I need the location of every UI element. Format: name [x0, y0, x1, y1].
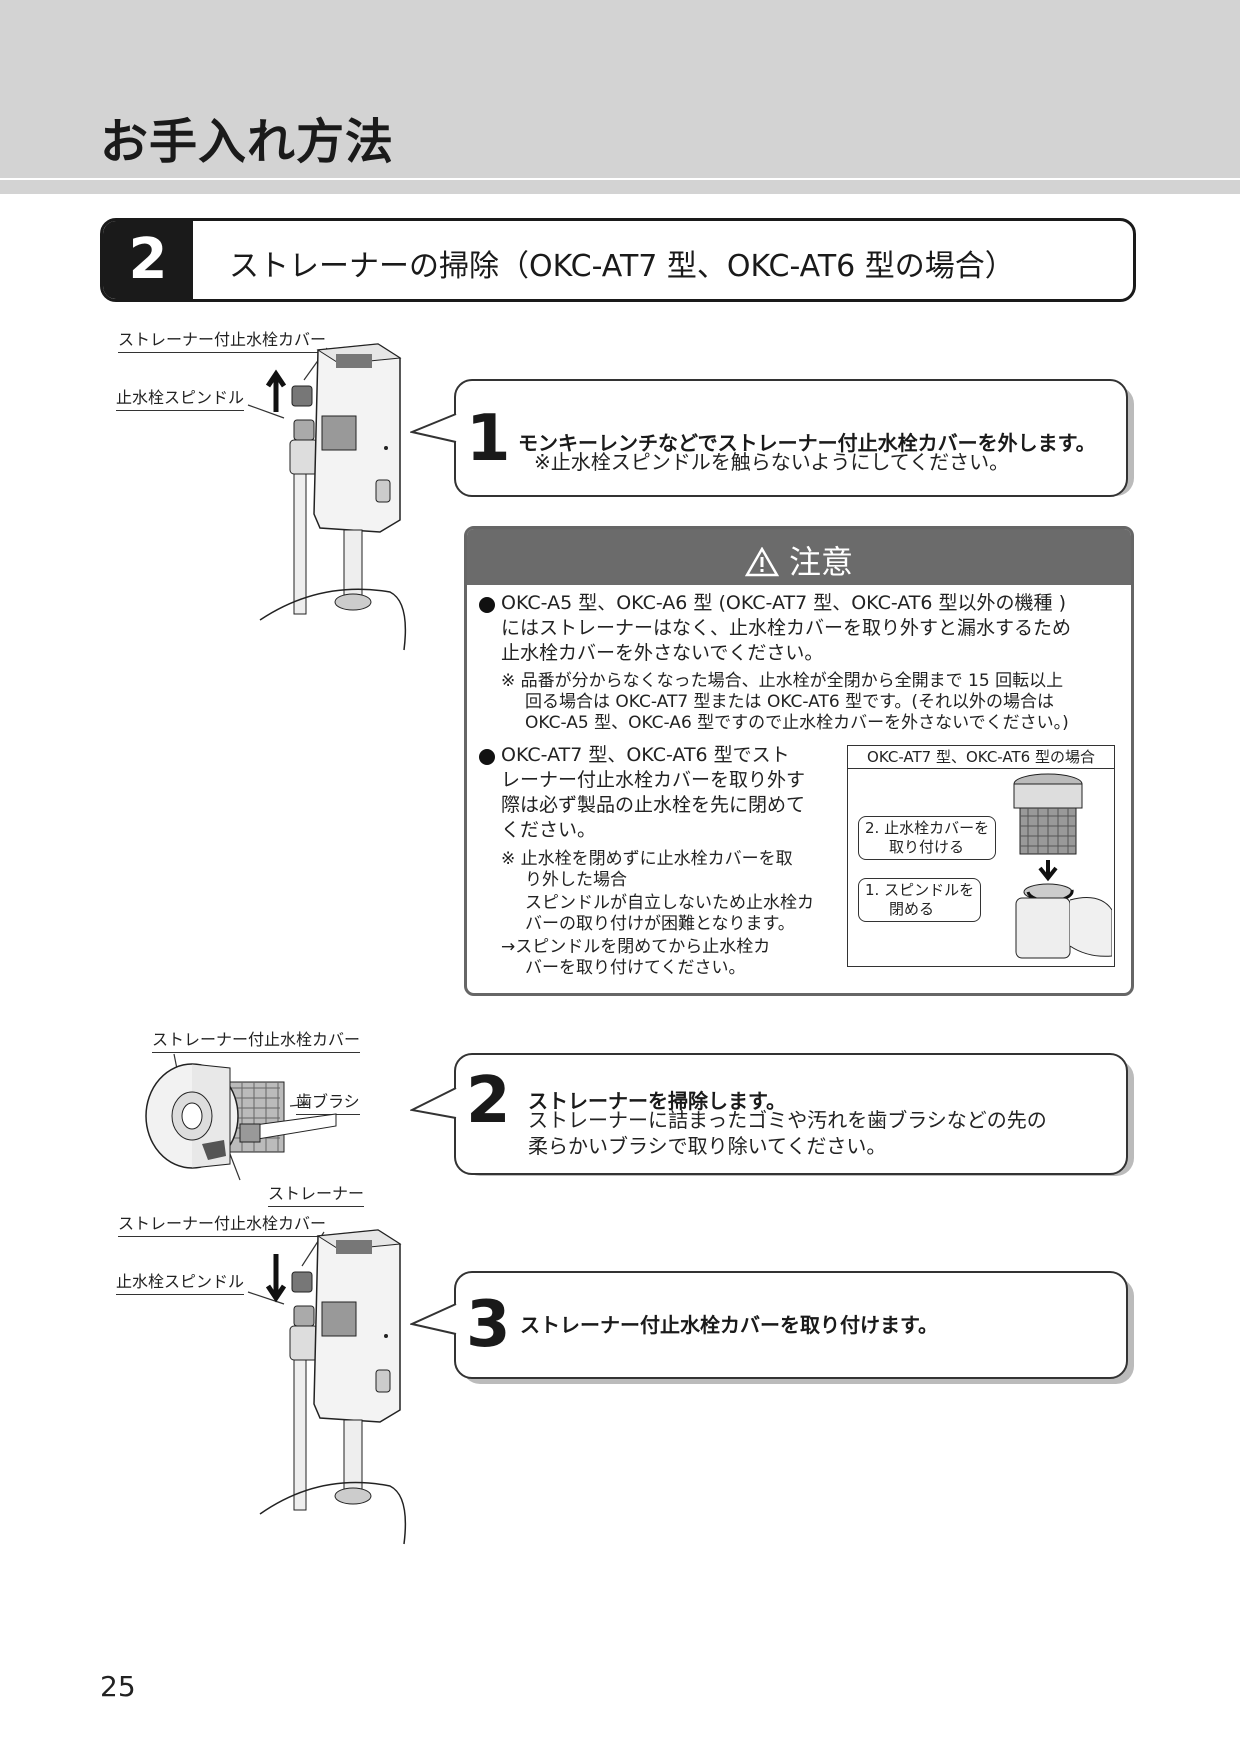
step2-sub-line1: ストレーナーに詰まったゴミや汚れを歯ブラシなどの先の	[528, 1108, 1047, 1132]
caution-bullet2-line4: ください。	[501, 819, 597, 841]
caution-bullet1-line2: にはストレーナーはなく、止水栓カバーを取り外すと漏水するため	[501, 617, 1072, 639]
section-title: ストレーナーの掃除（OKC-AT7 型、OKC-AT6 型の場合）	[229, 249, 1015, 284]
step1-main-text: モンキーレンチなどでストレーナー付止水栓カバーを外します。	[518, 431, 1096, 455]
caution-bullet2-line2: レーナー付止水栓カバーを取り外す	[501, 769, 806, 791]
step2-sub-line2: 柔らかいブラシで取り除いてください。	[528, 1134, 887, 1158]
header-divider	[0, 180, 1240, 194]
inset-label-attach: 2. 止水栓カバーを 取り付ける	[858, 816, 997, 860]
inset-label-close: 1. スピンドルを 閉める	[858, 878, 982, 922]
caution-bullet2-line3: 際は必ず製品の止水栓を先に閉めて	[501, 794, 806, 816]
inset-label-attach-line2: 取り付ける	[889, 838, 965, 856]
caution-note1-line1: ※ 品番が分からなくなった場合、止水栓が全閉から全開まで 15 回転以上	[501, 671, 1064, 691]
fig2-label-strainer: ストレーナー	[268, 1180, 365, 1207]
fig2-label-brush: 歯ブラシ	[296, 1088, 360, 1115]
caution-bullet2-line1: OKC-AT7 型、OKC-AT6 型でスト	[501, 744, 790, 766]
step2-box: 2 ストレーナーを掃除します。 ストレーナーに詰まったゴミや汚れを歯ブラシなどの…	[454, 1053, 1128, 1175]
step2-number: 2	[466, 1064, 511, 1138]
inset-label-attach-line1: 2. 止水栓カバーを	[865, 819, 990, 837]
inset-figure: OKC-AT7 型、OKC-AT6 型の場合 2. 止水栓カバーを 取り付ける …	[847, 745, 1115, 967]
step3-number: 3	[466, 1288, 511, 1362]
header-band	[0, 0, 1240, 178]
bullet-dot	[479, 597, 495, 613]
fig3-label-cover: ストレーナー付止水栓カバー	[118, 1210, 327, 1237]
inset-title: OKC-AT7 型、OKC-AT6 型の場合	[848, 746, 1114, 769]
step3-main-text: ストレーナー付止水栓カバーを取り付けます。	[520, 1313, 938, 1337]
caution-note2-line3: スピンドルが自立しないため止水栓カ	[525, 893, 814, 913]
caution-box: 注意 OKC-A5 型、OKC-A6 型 (OKC-AT7 型、OKC-AT6 …	[464, 526, 1134, 996]
caution-note2-line2: り外した場合	[525, 870, 627, 890]
fig1-label-cover: ストレーナー付止水栓カバー	[118, 326, 327, 353]
caution-title-text: 注意	[788, 543, 853, 581]
step3-box: 3 ストレーナー付止水栓カバーを取り付けます。	[454, 1271, 1128, 1379]
page-title: お手入れ方法	[100, 114, 395, 170]
section-heading: 2 ストレーナーの掃除（OKC-AT7 型、OKC-AT6 型の場合）	[100, 218, 1136, 302]
step3-pointer	[410, 1303, 457, 1335]
fig2-illustration	[145, 1053, 337, 1181]
caution-note2-line4: バーの取り付けが困難となります。	[525, 914, 795, 934]
fig2-label-cover: ストレーナー付止水栓カバー	[152, 1026, 361, 1053]
inset-label-close-line2: 閉める	[889, 900, 935, 918]
caution-note1-line2: 回る場合は OKC-AT7 型または OKC-AT6 型です。(それ以外の場合は	[525, 692, 1055, 712]
step1-number: 1	[466, 402, 511, 476]
bullet-dot	[479, 749, 495, 765]
step1-box: 1 モンキーレンチなどでストレーナー付止水栓カバーを外します。 ※止水栓スピンド…	[454, 379, 1128, 497]
caution-title: 注意	[467, 537, 1131, 583]
caution-note2-line5: →スピンドルを閉めてから止水栓カ	[501, 937, 771, 957]
page-number: 25	[100, 1670, 136, 1703]
caution-note2-line1: ※ 止水栓を閉めずに止水栓カバーを取	[501, 849, 793, 869]
step1-pointer	[410, 413, 457, 443]
warning-icon	[744, 546, 780, 577]
step2-pointer	[410, 1087, 457, 1119]
caution-header: 注意	[467, 529, 1131, 585]
fig1-label-spindle: 止水栓スピンドル	[116, 384, 245, 411]
caution-bullet1-line3: 止水栓カバーを外さないでください。	[501, 642, 824, 664]
inset-label-close-line1: 1. スピンドルを	[865, 881, 975, 899]
fig3-label-spindle: 止水栓スピンドル	[116, 1268, 245, 1295]
fig1-illustration	[247, 343, 407, 651]
inset-illustration	[1013, 773, 1112, 959]
fig3-illustration	[247, 1229, 407, 1545]
step2-main-text: ストレーナーを掃除します。	[528, 1089, 786, 1113]
section-number: 2	[103, 221, 193, 299]
caution-bullet1-line1: OKC-A5 型、OKC-A6 型 (OKC-AT7 型、OKC-AT6 型以外…	[501, 592, 1066, 614]
caution-note1-line3: OKC-A5 型、OKC-A6 型ですので止水栓カバーを外さないでください。)	[525, 713, 1069, 733]
caution-note2-line6: バーを取り付けてください。	[525, 958, 746, 978]
step1-note: ※止水栓スピンドルを触らないようにしてください。	[534, 450, 1010, 474]
